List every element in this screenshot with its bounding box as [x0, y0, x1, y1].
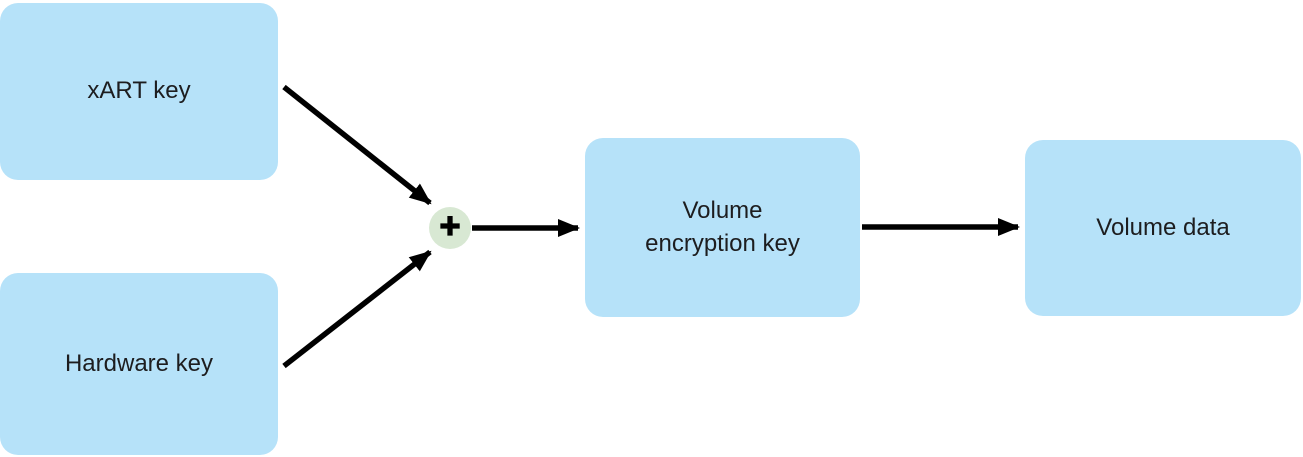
node-volume-encryption-key: Volume encryption key	[585, 138, 860, 317]
node-volume-encryption-key-line2: encryption key	[645, 229, 800, 257]
plus-icon: +	[439, 205, 461, 246]
node-xart-key-label: xART key	[87, 77, 191, 105]
node-volume-data-label: Volume data	[1096, 213, 1230, 241]
node-hardware-key-label: Hardware key	[64, 349, 214, 377]
arrow-xart-to-plus	[282, 84, 432, 206]
node-xart-key: xART key	[0, 3, 278, 180]
arrow-hardware-to-plus	[282, 249, 432, 369]
node-hardware-key: Hardware key	[0, 273, 278, 455]
node-volume-encryption-key-line1: Volume	[682, 197, 763, 225]
node-volume-encryption-key-label: Volume encryption key	[645, 195, 800, 260]
combine-operator: +	[429, 207, 471, 249]
node-volume-data: Volume data	[1025, 140, 1301, 316]
